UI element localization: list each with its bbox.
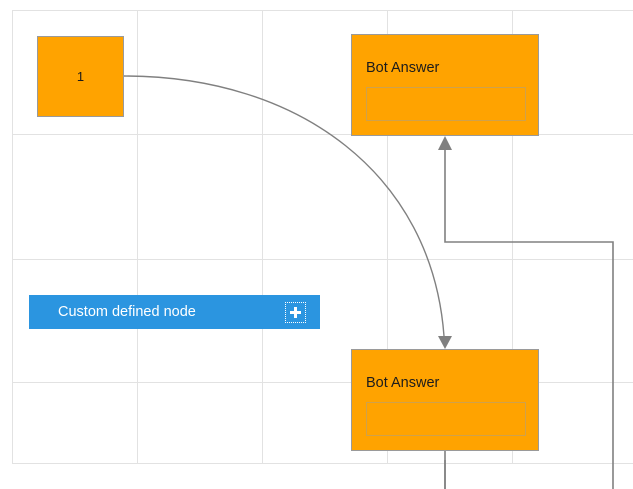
grid-line-horizontal (12, 382, 633, 383)
grid-line-horizontal (12, 10, 633, 11)
grid-line-vertical (12, 10, 13, 464)
node-title: Bot Answer (366, 60, 440, 76)
node-label: 1 (76, 69, 85, 84)
node-title: Bot Answer (366, 375, 440, 391)
plus-icon[interactable] (285, 301, 306, 323)
grid-line-horizontal (12, 259, 633, 260)
custom-defined-node-button[interactable]: Custom defined node (29, 295, 320, 329)
node-content-slot[interactable] (366, 87, 526, 121)
grid-line-horizontal (12, 463, 633, 464)
node-bot-answer-bottom[interactable]: Bot Answer (351, 349, 539, 451)
node-simple-1[interactable]: 1 (37, 36, 124, 117)
node-content-slot[interactable] (366, 402, 526, 436)
grid-line-vertical (262, 10, 263, 464)
grid-line-vertical (137, 10, 138, 464)
custom-defined-node-label: Custom defined node (58, 303, 196, 320)
node-bot-answer-top[interactable]: Bot Answer (351, 34, 539, 136)
grid-line-horizontal (12, 134, 633, 135)
